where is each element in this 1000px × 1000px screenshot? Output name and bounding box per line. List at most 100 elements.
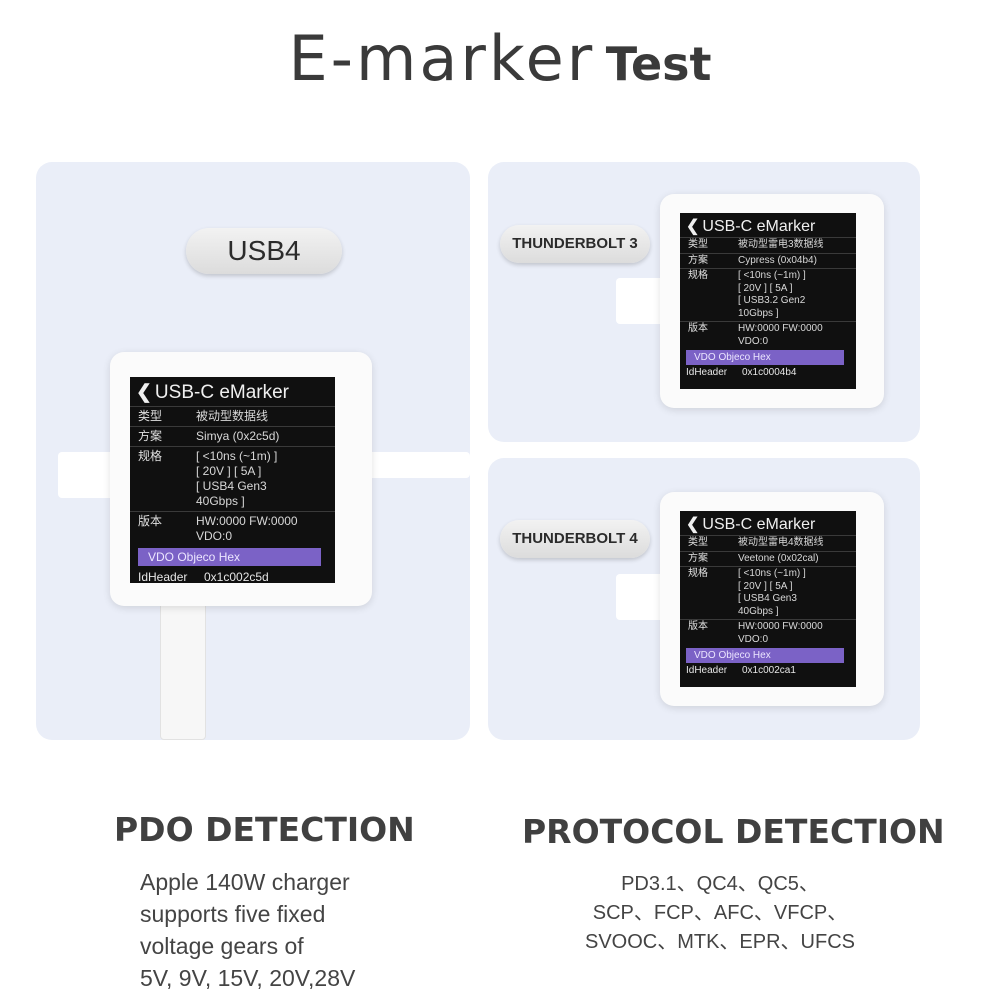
idheader-row: IdHeader 0x1c0004b4 (680, 366, 856, 380)
spec-value: [ <10ns (~1m) ] [ 20V ] [ 5A ] [ USB4 Ge… (738, 568, 853, 618)
scheme-row: 方案 Simya (0x2c5d) (130, 426, 335, 446)
thunderbolt3-label: THUNDERBOLT 3 (500, 225, 650, 263)
usb4-label: USB4 (186, 228, 342, 274)
spec-line: [ USB4 Gen3 (738, 593, 797, 604)
vdo-selected-bar[interactable]: VDO Objeco Hex (138, 548, 321, 566)
spec-line: 10Gbps ] (738, 307, 779, 319)
spec-line: [ 20V ] [ 5A ] (738, 580, 793, 592)
scheme-key: 方案 (688, 552, 708, 564)
version-value: HW:0000 FW:0000 VDO:0 (738, 323, 853, 348)
version-key: 版本 (688, 621, 708, 632)
idheader-key: IdHeader (138, 570, 188, 583)
version-line: HW:0000 FW:0000 (738, 621, 823, 632)
type-value: 被动型数据线 (196, 409, 269, 423)
spec-row: 规格 [ <10ns (~1m) ] [ 20V ] [ 5A ] [ USB3… (680, 268, 856, 321)
pdo-line: voltage gears of (140, 933, 304, 959)
type-value: 被动型雷电4数据线 (738, 537, 824, 548)
pdo-line: supports five fixed (140, 901, 326, 927)
back-chevron-icon[interactable]: ❮ (136, 382, 152, 403)
thunderbolt4-label: THUNDERBOLT 4 (500, 520, 650, 558)
scheme-row: 方案 Cypress (0x04b4) (680, 252, 856, 269)
thunderbolt4-screen: ❮USB-C eMarker 类型 被动型雷电4数据线 方案 Veetone (… (680, 511, 856, 687)
protocol-line: SVOOC、MTK、EPR、UFCS (584, 931, 856, 953)
version-key: 版本 (138, 514, 163, 528)
usb4-screen: ❮USB-C eMarker 类型 被动型数据线 方案 Simya (0x2c5… (130, 377, 335, 583)
scheme-value: Cypress (0x04b4) (738, 254, 817, 266)
spec-key: 规格 (688, 568, 708, 579)
screen-header: ❮USB-C eMarker (680, 511, 856, 535)
tb4-cable (616, 574, 664, 620)
title-suffix: Test (605, 37, 712, 91)
screen-title: USB-C eMarker (702, 218, 816, 235)
protocol-line: PD3.1、QC4、QC5、 (621, 873, 819, 895)
page-title: E-marker Test (0, 22, 1000, 95)
protocol-list: PD3.1、QC4、QC5、 SCP、FCP、AFC、VFCP、 SVOOC、M… (520, 870, 920, 957)
tb3-cable (616, 278, 664, 324)
idheader-key: IdHeader (686, 367, 728, 378)
type-key: 类型 (688, 537, 708, 548)
type-row: 类型 被动型数据线 (130, 406, 335, 426)
version-value: HW:0000 FW:0000 VDO:0 (196, 514, 331, 544)
version-line: HW:0000 FW:0000 (738, 323, 823, 334)
version-line: VDO:0 (738, 633, 769, 645)
spec-value: [ <10ns (~1m) ] [ 20V ] [ 5A ] [ USB3.2 … (738, 270, 853, 320)
screen-header: ❮USB-C eMarker (680, 213, 856, 237)
spec-line: [ USB3.2 Gen2 (738, 295, 806, 306)
version-value: HW:0000 FW:0000 VDO:0 (738, 621, 853, 646)
spec-key: 规格 (688, 270, 708, 281)
thunderbolt3-screen: ❮USB-C eMarker 类型 被动型雷电3数据线 方案 Cypress (… (680, 213, 856, 389)
vdo-selected-bar[interactable]: VDO Objeco Hex (686, 648, 844, 663)
scheme-value: Veetone (0x02cal) (738, 552, 819, 564)
screen-title: USB-C eMarker (702, 516, 816, 533)
screen-header: ❮USB-C eMarker (130, 377, 335, 406)
back-chevron-icon[interactable]: ❮ (686, 218, 700, 235)
type-row: 类型 被动型雷电3数据线 (680, 237, 856, 253)
spec-value: [ <10ns (~1m) ] [ 20V ] [ 5A ] [ USB4 Ge… (196, 449, 331, 509)
spec-line: [ 20V ] [ 5A ] (738, 282, 793, 294)
version-line: VDO:0 (738, 335, 769, 347)
back-chevron-icon[interactable]: ❮ (686, 516, 700, 533)
usb4-cable-left (58, 452, 114, 498)
version-key: 版本 (688, 323, 708, 334)
spec-row: 规格 [ <10ns (~1m) ] [ 20V ] [ 5A ] [ USB4… (130, 446, 335, 511)
spec-row: 规格 [ <10ns (~1m) ] [ 20V ] [ 5A ] [ USB4… (680, 566, 856, 619)
type-key: 类型 (688, 239, 708, 250)
spec-line: [ <10ns (~1m) ] (738, 270, 806, 281)
spec-key: 规格 (138, 449, 163, 463)
spec-line: 40Gbps ] (196, 494, 245, 508)
spec-line: [ <10ns (~1m) ] (738, 568, 806, 579)
type-row: 类型 被动型雷电4数据线 (680, 535, 856, 551)
pdo-line: 5V, 9V, 15V, 20V,28V (140, 965, 356, 991)
idheader-row: IdHeader 0x1c002ca1 (680, 664, 856, 678)
idheader-value: 0x1c0004b4 (742, 367, 797, 378)
idheader-key: IdHeader (686, 665, 728, 676)
spec-line: 40Gbps ] (738, 605, 779, 617)
pdo-line: Apple 140W charger (140, 869, 350, 895)
usb4-cable-bottom (160, 602, 206, 740)
scheme-value: Simya (0x2c5d) (196, 429, 280, 443)
pdo-description: Apple 140W charger supports five fixed v… (140, 866, 440, 994)
version-line: VDO:0 (196, 529, 233, 543)
vdo-selected-bar[interactable]: VDO Objeco Hex (686, 350, 844, 365)
spec-line: [ <10ns (~1m) ] (196, 449, 278, 463)
screen-title: USB-C eMarker (154, 382, 289, 403)
idheader-value: 0x1c002ca1 (742, 665, 796, 676)
protocol-heading: PROTOCOL DETECTION (522, 812, 945, 851)
idheader-value: 0x1c002c5d (204, 570, 269, 583)
pdo-heading: PDO DETECTION (114, 810, 415, 849)
protocol-line: SCP、FCP、AFC、VFCP、 (592, 902, 848, 924)
version-row: 版本 HW:0000 FW:0000 VDO:0 (680, 619, 856, 647)
usb4-cable-right (368, 452, 470, 478)
version-line: HW:0000 FW:0000 (196, 514, 298, 528)
version-row: 版本 HW:0000 FW:0000 VDO:0 (130, 511, 335, 546)
scheme-key: 方案 (138, 429, 163, 443)
title-main: E-marker (288, 22, 596, 95)
spec-line: [ 20V ] [ 5A ] (196, 464, 262, 478)
type-value: 被动型雷电3数据线 (738, 239, 824, 250)
idheader-row: IdHeader 0x1c002c5d (130, 568, 335, 583)
spec-line: [ USB4 Gen3 (196, 479, 267, 493)
version-row: 版本 HW:0000 FW:0000 VDO:0 (680, 321, 856, 349)
scheme-key: 方案 (688, 254, 708, 266)
type-key: 类型 (138, 409, 163, 423)
scheme-row: 方案 Veetone (0x02cal) (680, 550, 856, 567)
